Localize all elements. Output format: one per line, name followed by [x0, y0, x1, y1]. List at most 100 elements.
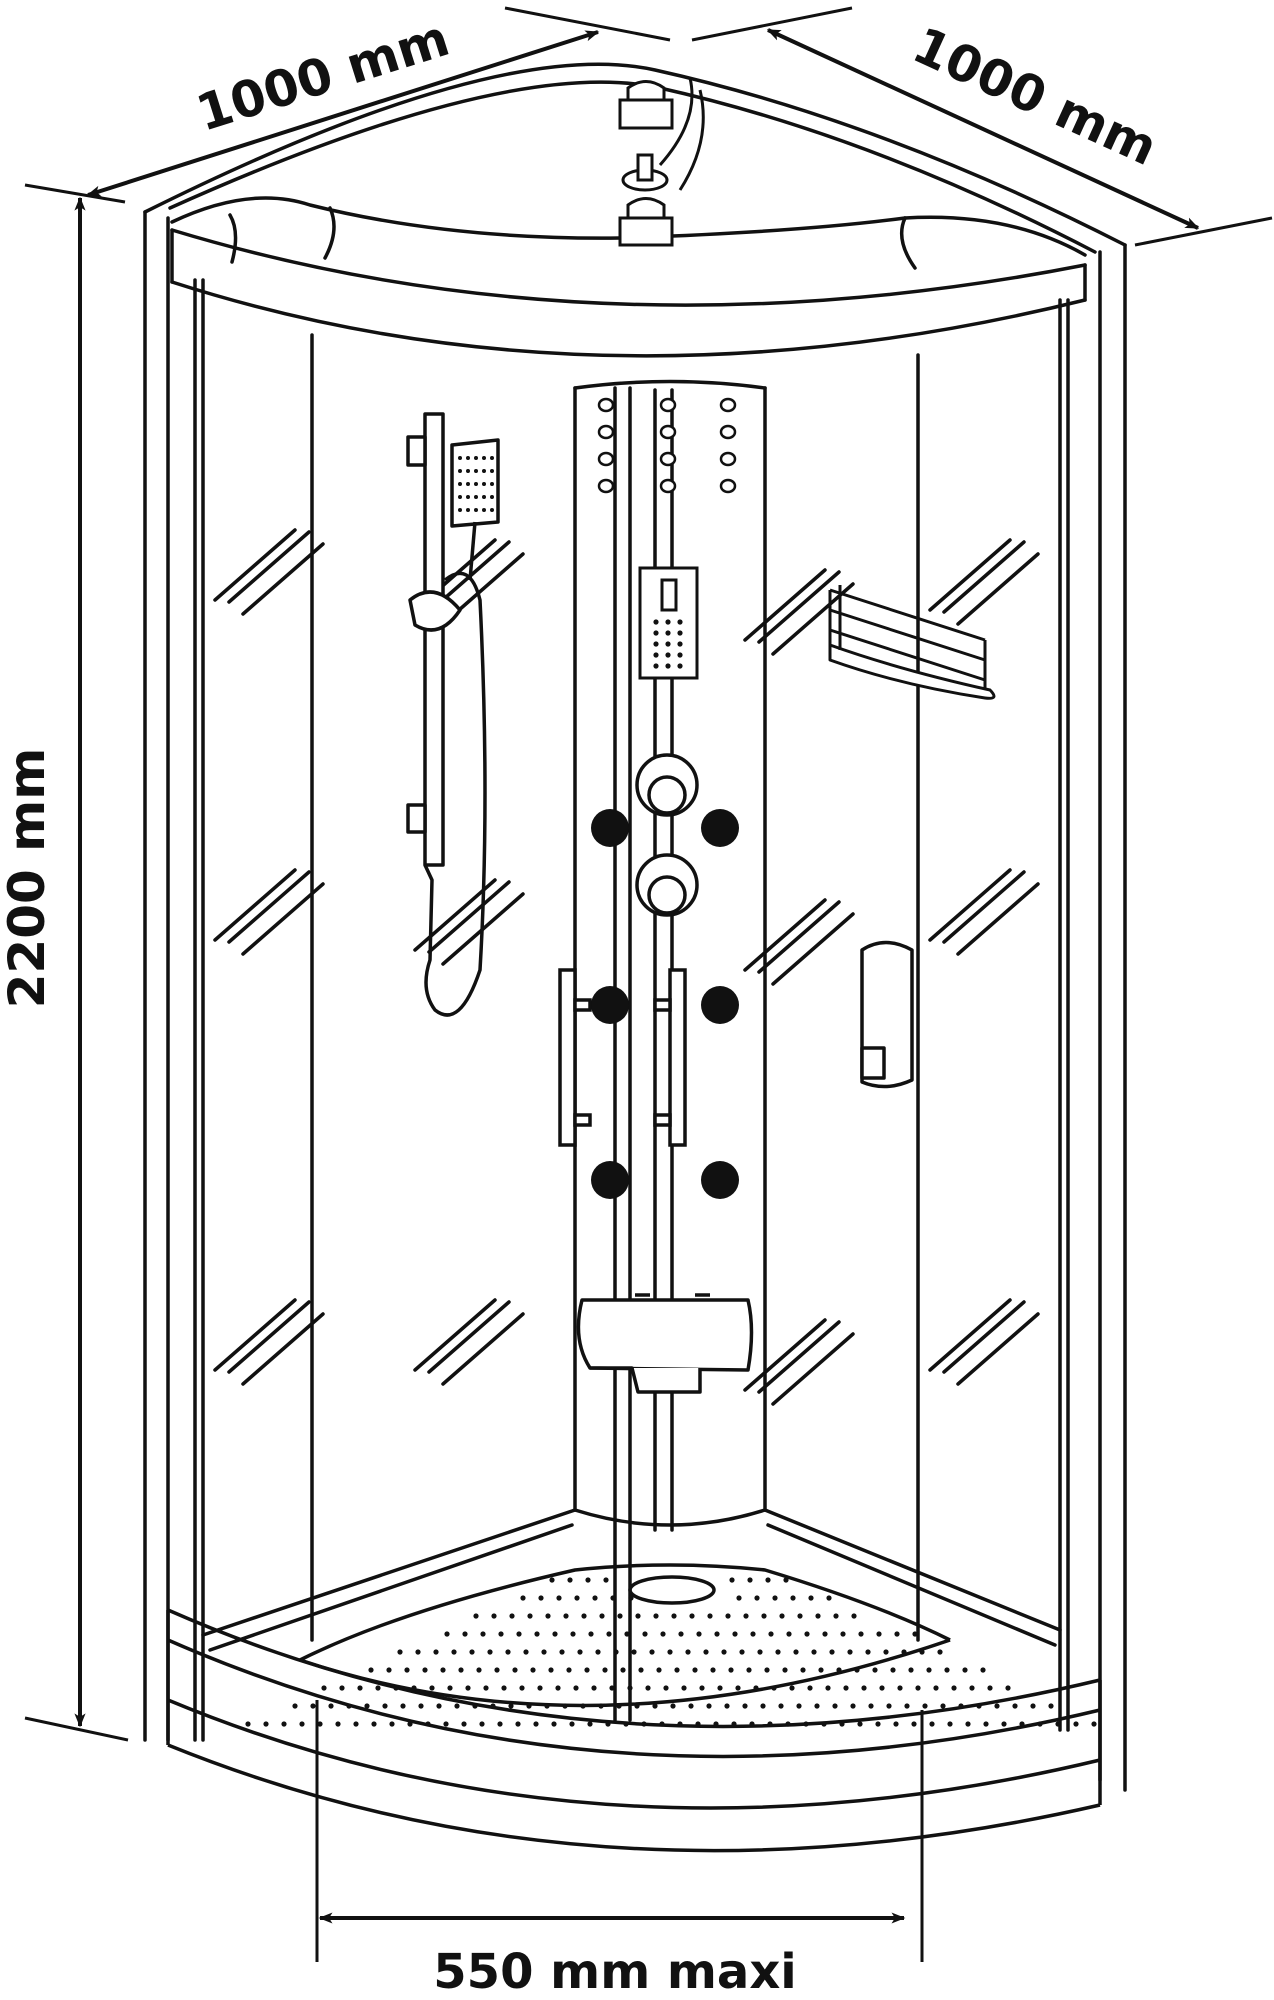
hand-shower-nozzle [482, 469, 486, 473]
tray-dot [962, 1667, 968, 1673]
glass-reflection-stroke [227, 1300, 311, 1374]
tray-dot [782, 1667, 788, 1673]
column-nozzle [659, 424, 677, 440]
tray-dot [765, 1577, 771, 1583]
hand-shower-nozzle [466, 469, 470, 473]
overhead-shower-icon [618, 77, 705, 247]
tray-dot [581, 1613, 587, 1619]
tray-dot [796, 1703, 802, 1709]
tray-dot [933, 1685, 939, 1691]
tray-dot [839, 1721, 845, 1727]
tray-dot [688, 1703, 694, 1709]
tray-dot [551, 1721, 557, 1727]
glass-reflection-stroke [241, 1312, 325, 1386]
control-panel-button [665, 652, 671, 658]
tray-dot [555, 1685, 561, 1691]
tray-dot [908, 1667, 914, 1673]
tray-dot [520, 1595, 526, 1601]
tray-dot [919, 1649, 925, 1655]
tray-dot [692, 1667, 698, 1673]
tray-dot [534, 1631, 540, 1637]
tray-dot [872, 1667, 878, 1673]
tray-dot [573, 1685, 579, 1691]
tray-dot [743, 1613, 749, 1619]
tray-dot [375, 1685, 381, 1691]
tray-dot [443, 1721, 449, 1727]
hand-shower-nozzle [474, 456, 478, 460]
tray-dot [851, 1613, 857, 1619]
tray-dot [671, 1613, 677, 1619]
tray-dot [642, 1631, 648, 1637]
tray-dot [706, 1703, 712, 1709]
tray-dot [681, 1685, 687, 1691]
tray-dot [894, 1631, 900, 1637]
tray-dot [814, 1703, 820, 1709]
column-nozzle [597, 451, 615, 467]
tray-dot [458, 1667, 464, 1673]
tray-dot [825, 1685, 831, 1691]
hand-shower-nozzle [466, 508, 470, 512]
tray-dot [580, 1703, 586, 1709]
tray-dot [451, 1649, 457, 1655]
tray-dot [598, 1703, 604, 1709]
tray-dot [516, 1631, 522, 1637]
tray-dot [491, 1613, 497, 1619]
tray-dot [346, 1703, 352, 1709]
body-jet-icon [701, 1161, 739, 1199]
hand-shower-nozzle [482, 456, 486, 460]
tray-dot [901, 1649, 907, 1655]
tray-dot [357, 1685, 363, 1691]
tray-dot [764, 1667, 770, 1673]
tray-dot [1048, 1703, 1054, 1709]
glass-reflection-stroke [956, 1312, 1040, 1386]
control-panel-button [653, 663, 659, 669]
tray-dot [407, 1721, 413, 1727]
shower-tray-icon [166, 1563, 1102, 1853]
glass-reflection-stroke [743, 1318, 827, 1392]
tray-dot [937, 1649, 943, 1655]
tray-dot [1030, 1703, 1036, 1709]
tray-dot [652, 1703, 658, 1709]
tray-dot [483, 1685, 489, 1691]
tray-dot [753, 1685, 759, 1691]
tray-dot [847, 1649, 853, 1655]
tray-dot [512, 1667, 518, 1673]
hand-shower-nozzle [458, 456, 462, 460]
tray-dot [444, 1631, 450, 1637]
tray-dot [750, 1631, 756, 1637]
tray-dot [397, 1649, 403, 1655]
tray-dot [886, 1703, 892, 1709]
glass-reflection-stroke [956, 882, 1040, 956]
tray-dot [947, 1721, 953, 1727]
tray-dot [677, 1721, 683, 1727]
tray-dot [854, 1667, 860, 1673]
tray-dot [811, 1649, 817, 1655]
hand-shower-nozzle [474, 469, 478, 473]
tray-dot [778, 1703, 784, 1709]
control-panel-button [653, 619, 659, 625]
tray-dot [742, 1703, 748, 1709]
tray-dot [1012, 1703, 1018, 1709]
tray-dot [746, 1667, 752, 1673]
tray-dot [472, 1703, 478, 1709]
control-panel-buttons [653, 619, 683, 669]
tray-dot [487, 1649, 493, 1655]
tray-dot [577, 1649, 583, 1655]
tray-dot [807, 1685, 813, 1691]
glass-reflection-stroke [757, 570, 841, 644]
tray-dot [929, 1721, 935, 1727]
body-jet-icon [591, 1161, 629, 1199]
tray-dot [429, 1685, 435, 1691]
tray-dot [310, 1703, 316, 1709]
tray-dot [541, 1649, 547, 1655]
dimension-label-height: 2200 mm [0, 748, 56, 1009]
tray-dot [440, 1667, 446, 1673]
door-handle-icon [558, 968, 577, 1147]
column-nozzle [597, 478, 615, 494]
drain-icon [628, 1575, 716, 1605]
tray-dot [389, 1721, 395, 1727]
tray-dot [339, 1685, 345, 1691]
hand-shower-nozzle [466, 495, 470, 499]
tray-dot [587, 1721, 593, 1727]
door-handles [558, 968, 687, 1147]
